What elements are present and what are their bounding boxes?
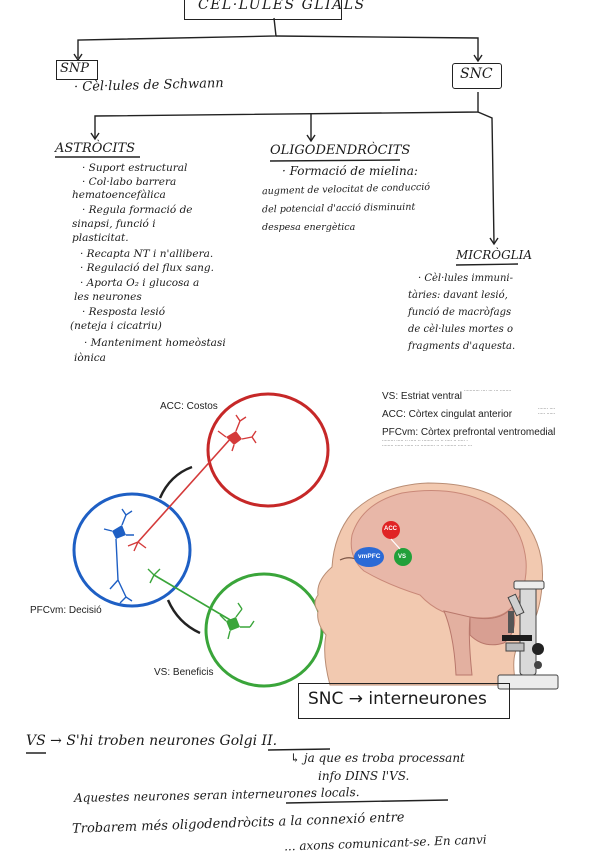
astrocits-line: (neteja i cicatriu) [70,320,162,332]
astrocits-line: · Recapta NT i n'allibera. [80,248,214,260]
acc-to-vs-arrow [390,538,401,550]
vs-dendrites [219,602,255,640]
acc-circle [206,392,330,508]
legend-acc: ACC: Còrtex cingulat anterior [382,409,513,420]
legend-vs-note: ··········· ···· ··· ··· ········ [464,389,512,394]
snc-interneurones-text: SNC → interneurones [308,689,487,709]
astrocits-line: · Regulació del flux sang. [80,262,214,274]
astrocits-line: · Regula formació de [82,204,193,216]
page-title: CÈL·LULES GLIALS [198,0,366,13]
microglia-line: funció de macròfags [408,307,512,318]
snp-box [56,60,98,80]
snc-label: SNC [460,66,493,82]
microglia-line: de cèl·lules mortes o [408,324,514,335]
brain-circuit-figure: ACC: Costos PFCvm: Decisió VS: Beneficis… [0,385,600,719]
acc-terminal [127,541,147,552]
title-box [184,0,342,20]
acc-label: ACC: Costos [160,401,218,412]
microglia-title: MICRÒGLIA [456,248,533,262]
astrocits-line: · Manteniment homeòstasi [84,337,226,349]
vs-projection [153,574,233,622]
pfc-neuron-body [112,525,126,539]
brainstem-shape [443,610,473,676]
snp-label: SNP [60,61,90,76]
bottom-note-line3: info DINS l'VS. [318,769,410,783]
vmpfc-marker [354,547,384,567]
acc-marker [382,521,400,539]
vs-terminal [147,568,161,584]
vs-neuron-body [226,617,240,631]
pfc-dendrites [103,508,134,604]
microglia-line: · Cèl·lules immuni- [418,273,513,284]
pfc-label: PFCvm: Decisió [30,605,102,616]
astrocits-line: · Aporta O₂ i glucosa a [80,277,200,289]
oligo-line: despesa energètica [262,222,356,233]
pfc-circle [72,492,192,608]
acc-projection [137,436,233,543]
astrocits-title: ASTRÒCITS [55,141,136,156]
astrocits-line: · Suport estructural [82,162,188,174]
bottom-note-line4: Aquestes neurones seran interneurones lo… [73,785,360,805]
microglia-line: tàries: davant lesió, [408,290,508,301]
oligo-title: OLIGODENDRÒCITS [270,143,411,158]
tree-connectors [55,17,519,266]
legend-pfc-note: ········· ····· ·· ····· ·· ········ ···… [382,439,473,449]
astrocits-line: sinapsi, funció i [72,218,156,230]
astrocits-line: les neurones [74,291,142,303]
bottom-note-line2: ↳ ja que es troba processant [290,751,465,765]
astrocits-line: plasticitat. [72,232,129,244]
astrocits-line: iònica [74,352,106,364]
microglia-line: fragments d'aquesta. [408,341,516,352]
snc-box [452,63,502,89]
legend-pfc: PFCvm: Còrtex prefrontal ventromedial [382,427,556,438]
snc-interneurones-box [298,683,510,719]
astrocits-line: · Col·labo barrera [82,176,177,188]
circuit-diagram [72,392,559,690]
astrocits-line: hematoencefàlica [72,189,166,201]
vs-circle [204,572,324,688]
vs-label: VS: Beneficis [154,667,214,678]
brain-vs-label: VS [398,554,407,560]
acc-neuron-body [226,431,242,445]
brain-vmpfc-label: vmPFC [358,553,381,560]
bottom-note-line5: Trobarem més oligodendròcits a la connex… [71,810,405,837]
brain-acc-label: ACC [384,526,397,532]
bottom-note-line1: VS → S'hi troben neurones Golgi II. [26,733,278,749]
connector-arc-bottom [166,599,201,635]
legend-vs: VS: Estriat ventral [382,391,463,402]
oligo-line: · Formació de mielina: [282,164,418,178]
acc-dendrites [217,414,257,452]
vs-marker [394,548,412,566]
astrocits-line: · Resposta lesió [82,306,166,318]
connector-arc-top [158,465,193,499]
microscope-icon [497,580,559,690]
bottom-note-line6: ... axons comunicant-se. En canvi [283,832,487,854]
legend-acc-note: ······· ········· ······ [538,407,556,417]
